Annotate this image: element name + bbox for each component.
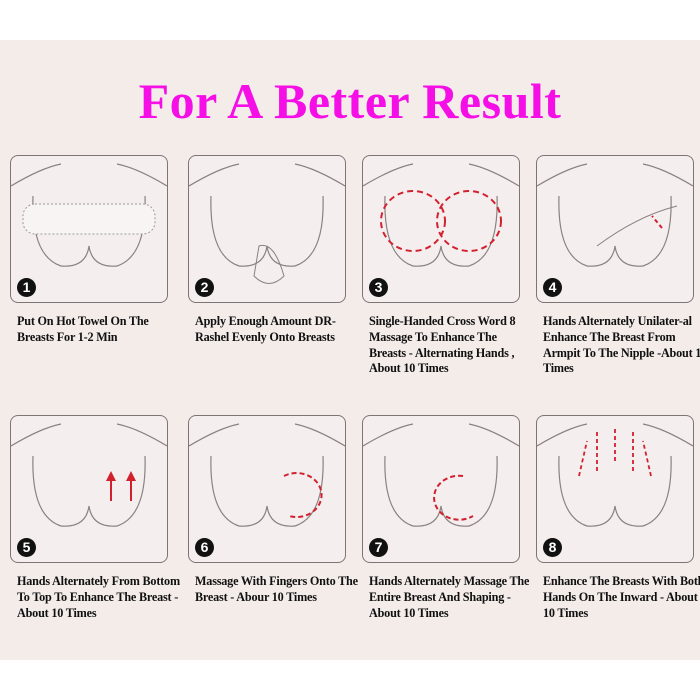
step-caption-2: Apply Enough Amount DR-Rashel Evenly Ont… xyxy=(195,314,336,344)
step-illustration-2: 2 xyxy=(188,155,346,303)
step-illustration-5: 5 xyxy=(10,415,168,563)
step-number-badge: 3 xyxy=(369,278,388,297)
illustration-drawing xyxy=(189,163,345,284)
step-illustration-6: 6 xyxy=(188,415,346,563)
step-illustration-1: 1 xyxy=(10,155,168,303)
step-caption-6: Massage With Fingers Onto The Breast - A… xyxy=(195,574,358,604)
step-number-badge: 8 xyxy=(543,538,562,557)
step-number-badge: 1 xyxy=(17,278,36,297)
step-caption-7: Hands Alternately Massage The Entire Bre… xyxy=(369,574,530,620)
illustration-drawing xyxy=(189,423,345,527)
step-caption-5: Hands Alternately From Bottom To Top To … xyxy=(17,574,180,620)
illustration-drawing xyxy=(11,423,167,527)
illustration-drawing xyxy=(11,163,167,267)
illustration-drawing xyxy=(537,163,693,267)
step-illustration-7: 7 xyxy=(362,415,520,563)
step-number-badge: 4 xyxy=(543,278,562,297)
illustration-drawing xyxy=(537,423,693,527)
step-number-badge: 6 xyxy=(195,538,214,557)
step-number-badge: 2 xyxy=(195,278,214,297)
step-illustration-3: 3 xyxy=(362,155,520,303)
step-illustration-8: 8 xyxy=(536,415,694,563)
step-number-badge: 7 xyxy=(369,538,388,557)
illustration-drawing xyxy=(363,163,519,267)
page-title: For A Better Result xyxy=(138,73,562,129)
step-caption-4: Hands Alternately Unilater-al Enhance Th… xyxy=(543,314,700,376)
step-caption-1: Put On Hot Towel On The Breasts For 1-2 … xyxy=(17,314,149,344)
step-caption-3: Single-Handed Cross Word 8 Massage To En… xyxy=(369,314,516,376)
step-number-badge: 5 xyxy=(17,538,36,557)
step-illustration-4: 4 xyxy=(536,155,694,303)
step-caption-8: Enhance The Breasts With Both Hands On T… xyxy=(543,574,700,620)
illustration-drawing xyxy=(363,423,519,527)
